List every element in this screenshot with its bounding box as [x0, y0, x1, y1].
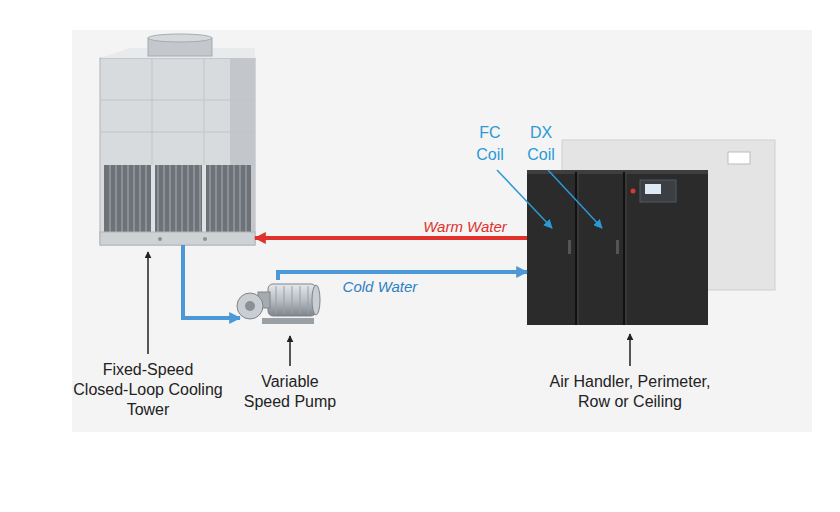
drawing-part	[728, 152, 750, 164]
air-handler-drawing	[527, 140, 775, 325]
pump-node: Variable Speed Pump	[240, 280, 320, 330]
pump-drawing	[237, 284, 320, 324]
drawing-part	[575, 172, 577, 325]
drawing-part	[100, 100, 255, 101]
equipment-label: Variable Speed Pump	[240, 372, 340, 412]
drawing-part	[262, 318, 314, 324]
drawing-part	[110, 165, 246, 232]
drawing-part	[312, 285, 320, 315]
drawing-part	[158, 237, 162, 241]
drawing-part	[268, 284, 316, 316]
pipe-connector	[183, 245, 240, 318]
drawing-part	[237, 293, 263, 319]
drawing-part	[151, 165, 155, 232]
drawing-part	[203, 237, 207, 241]
drawing-part	[568, 240, 571, 254]
leader-arrow	[147, 252, 149, 354]
coil-callout: DX Coil	[519, 122, 563, 166]
air-handler-node: Air Handler, Perimeter, Row or Ceiling	[527, 170, 708, 325]
drawing-part	[202, 165, 206, 232]
drawing-part	[100, 232, 255, 245]
equipment-label: Air Handler, Perimeter, Row or Ceiling	[535, 372, 725, 412]
coil-callout: FC Coil	[468, 122, 512, 166]
drawing-part	[616, 240, 619, 254]
drawing-part	[204, 58, 205, 165]
drawing-part	[245, 301, 255, 311]
ground	[72, 30, 812, 432]
leader-arrow	[289, 336, 291, 366]
drawing-part	[104, 165, 251, 232]
drawing-part	[527, 170, 708, 174]
drawing-part	[626, 172, 627, 325]
drawing-part	[640, 180, 676, 202]
cooling-tower-node: Fixed-Speed Closed-Loop Cooling Tower	[100, 40, 255, 245]
drawing-part	[631, 189, 636, 194]
pipe-label: Warm Water	[421, 218, 509, 236]
pipe-connector	[255, 236, 527, 240]
leader-arrow	[629, 334, 631, 366]
pipe-label: Cold Water	[341, 278, 420, 296]
drawing-part	[623, 172, 625, 325]
drawing-part	[148, 34, 212, 42]
cooling-tower-drawing	[100, 34, 255, 245]
drawing-part	[578, 172, 579, 325]
drawing-part	[152, 58, 153, 165]
equipment-label: Fixed-Speed Closed-Loop Cooling Tower	[73, 360, 223, 420]
drawing-part	[527, 170, 708, 325]
drawing-part	[100, 132, 255, 133]
drawing-part	[645, 184, 661, 194]
drawing-part	[100, 58, 255, 245]
leader-line	[548, 170, 602, 228]
drawing-part	[276, 286, 308, 314]
